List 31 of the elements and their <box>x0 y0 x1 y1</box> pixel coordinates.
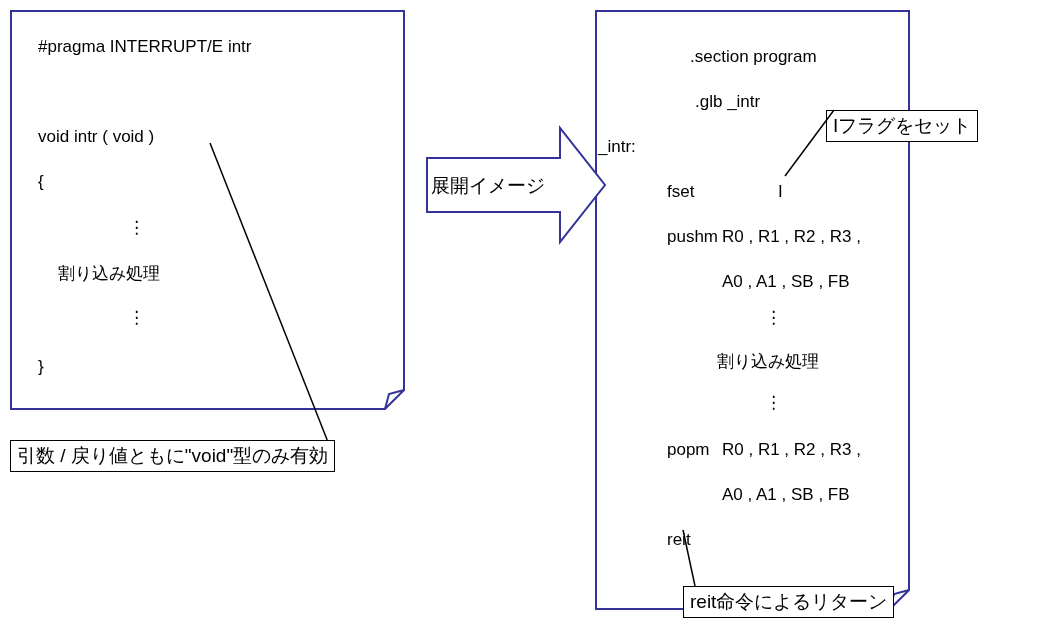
code-line: #pragma INTERRUPT/E intr <box>38 37 252 57</box>
leader-line <box>784 109 835 177</box>
block-arrow <box>426 125 607 245</box>
code-line: fset <box>667 182 695 202</box>
code-line: ⋮ <box>128 217 145 238</box>
code-line: 割り込み処理 <box>717 351 819 373</box>
code-document <box>10 10 405 410</box>
code-line: R0 , R1 , R2 , R3 , <box>722 227 861 247</box>
code-line: _intr: <box>598 137 636 157</box>
code-line: pushm <box>667 227 719 247</box>
code-line: A0 , A1 , SB , FB <box>722 272 850 292</box>
code-line: { <box>38 172 44 192</box>
code-document <box>595 10 910 610</box>
callout-label: Iフラグをセット <box>826 110 979 142</box>
code-line: ⋮ <box>765 392 782 413</box>
code-line: .glb _intr <box>695 92 761 112</box>
leader-line <box>682 529 696 587</box>
code-line: popm <box>667 440 710 460</box>
code-line: R0 , R1 , R2 , R3 , <box>722 440 861 460</box>
code-line: void intr ( void ) <box>38 127 155 147</box>
leader-line <box>209 142 328 441</box>
code-line: 割り込み処理 <box>58 263 160 285</box>
callout-label: reit命令によるリターン <box>683 586 895 618</box>
code-line: I <box>778 182 783 202</box>
callout-label: 引数 / 戻り値ともに"void"型のみ有効 <box>10 440 336 472</box>
code-line: .section program <box>690 47 817 67</box>
edge-label: 展開イメージ <box>431 174 545 198</box>
code-line: ⋮ <box>765 307 782 328</box>
code-line: A0 , A1 , SB , FB <box>722 485 850 505</box>
code-line: ⋮ <box>128 307 145 328</box>
code-line: } <box>38 357 44 377</box>
